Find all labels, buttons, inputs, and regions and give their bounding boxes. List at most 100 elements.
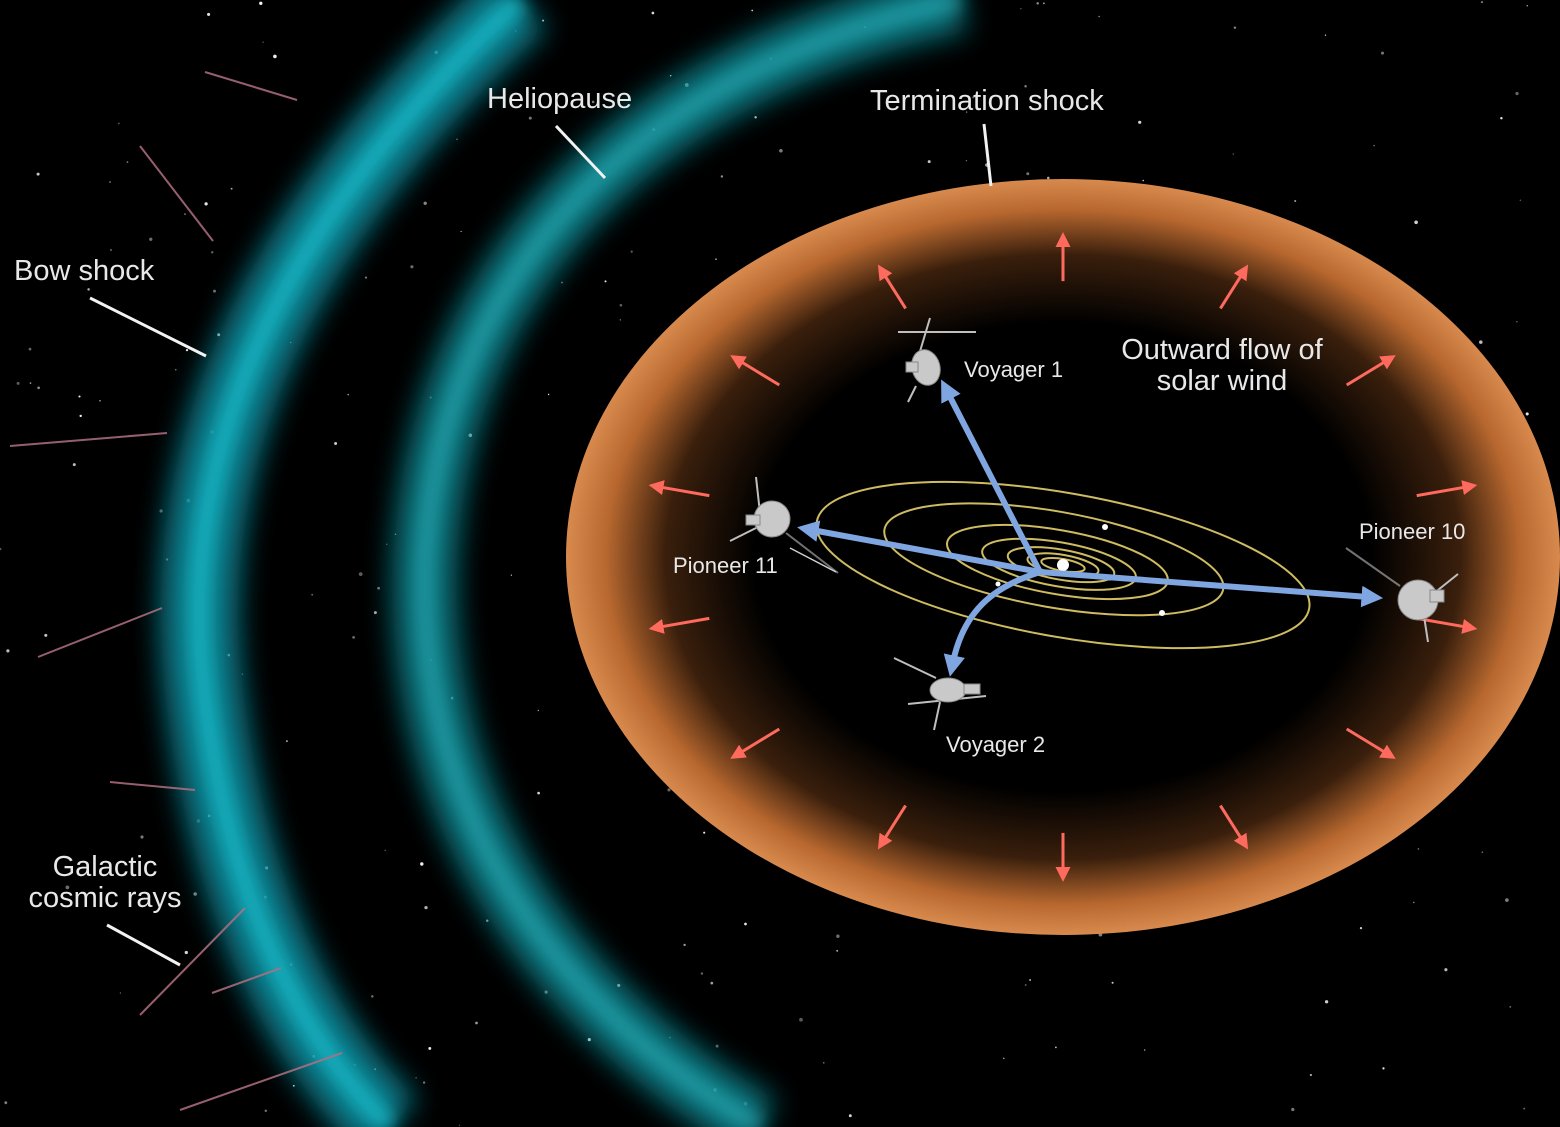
- star: [0, 547, 2, 551]
- star: [37, 386, 40, 390]
- cosmic-ray: [9, 432, 168, 447]
- star: [537, 791, 540, 795]
- star: [311, 593, 314, 596]
- star: [669, 74, 672, 77]
- star: [20, 275, 22, 278]
- star: [65, 885, 70, 890]
- star: [386, 543, 388, 545]
- star: [1024, 85, 1027, 88]
- cosmic-ray: [109, 781, 196, 791]
- termination-shock-label: Termination shock: [870, 85, 1104, 117]
- star: [528, 116, 532, 120]
- star: [347, 393, 350, 396]
- star: [119, 992, 122, 994]
- star: [591, 100, 595, 104]
- voyager1-trajectory: [941, 379, 1043, 574]
- star: [965, 159, 968, 162]
- star: [836, 934, 840, 938]
- star: [1519, 199, 1522, 202]
- solar-wind-arrow: [648, 480, 710, 498]
- probe-trajectories: [797, 379, 1384, 677]
- star: [1523, 1107, 1526, 1110]
- star: [667, 788, 671, 792]
- star: [1142, 179, 1144, 182]
- star: [259, 1, 263, 5]
- solar-wind-arrows: [648, 232, 1478, 882]
- galactic-cosmic-rays-label-line2: cosmic rays: [28, 882, 181, 914]
- star: [460, 230, 462, 233]
- star: [1505, 898, 1509, 902]
- star: [458, 1124, 461, 1127]
- planet: [1102, 524, 1108, 530]
- star: [972, 96, 975, 99]
- star: [1525, 412, 1529, 416]
- star: [110, 249, 112, 251]
- termination-shock-leader: [982, 123, 993, 187]
- star: [715, 258, 717, 261]
- orbit: [1006, 546, 1116, 584]
- star: [1526, 5, 1529, 7]
- outward-flow-label-line2: solar wind: [1157, 365, 1288, 397]
- star: [371, 995, 374, 998]
- planet: [1159, 610, 1165, 616]
- star: [423, 201, 427, 205]
- star: [1029, 979, 1031, 981]
- star: [358, 572, 363, 576]
- star: [1098, 15, 1100, 18]
- star: [1509, 1006, 1512, 1008]
- pioneer11-spacecraft: [729, 476, 839, 574]
- star: [561, 281, 563, 284]
- star: [28, 347, 32, 351]
- star: [1516, 321, 1518, 323]
- star: [1294, 199, 1297, 203]
- star: [703, 831, 706, 834]
- orbit: [883, 502, 1225, 617]
- star: [823, 1062, 825, 1064]
- star: [352, 636, 355, 639]
- cosmic-ray-streaks: [9, 71, 343, 1111]
- star: [700, 972, 704, 975]
- star: [1003, 1057, 1005, 1060]
- termination-shock-shell: [566, 179, 1560, 935]
- star: [334, 442, 338, 445]
- star: [36, 172, 40, 176]
- bow-shock-band: [160, 0, 547, 1127]
- star: [1515, 91, 1519, 96]
- star: [1480, 1, 1484, 4]
- star: [87, 288, 90, 291]
- star: [424, 905, 428, 910]
- star: [1324, 1000, 1329, 1004]
- star: [537, 709, 540, 712]
- heliopause-label: Heliopause: [487, 83, 632, 115]
- galactic-cosmic-rays-label-line1: Galactic: [53, 851, 158, 883]
- star: [230, 187, 233, 190]
- star: [1382, 1067, 1385, 1070]
- star: [799, 1017, 803, 1022]
- bow-shock-label: Bow shock: [14, 255, 155, 287]
- star: [651, 11, 655, 15]
- pioneer11-trajectory: [797, 520, 1041, 575]
- star: [1414, 220, 1418, 225]
- star: [1138, 120, 1142, 124]
- cosmic-ray: [211, 967, 282, 994]
- pioneer10-trajectory: [1039, 569, 1384, 608]
- star: [754, 116, 757, 119]
- star: [1444, 968, 1448, 972]
- star: [547, 393, 550, 396]
- star: [4, 1101, 8, 1105]
- star: [364, 276, 368, 279]
- star: [1417, 848, 1420, 850]
- star: [1026, 172, 1030, 176]
- star: [1036, 2, 1039, 5]
- star: [292, 1084, 295, 1087]
- voyager2-label: Voyager 2: [946, 732, 1045, 757]
- star: [428, 1046, 432, 1050]
- star: [630, 250, 633, 253]
- star: [1233, 26, 1237, 29]
- star: [78, 395, 81, 398]
- star: [29, 382, 32, 384]
- star: [1291, 1107, 1295, 1112]
- star: [126, 161, 129, 163]
- star: [99, 399, 101, 402]
